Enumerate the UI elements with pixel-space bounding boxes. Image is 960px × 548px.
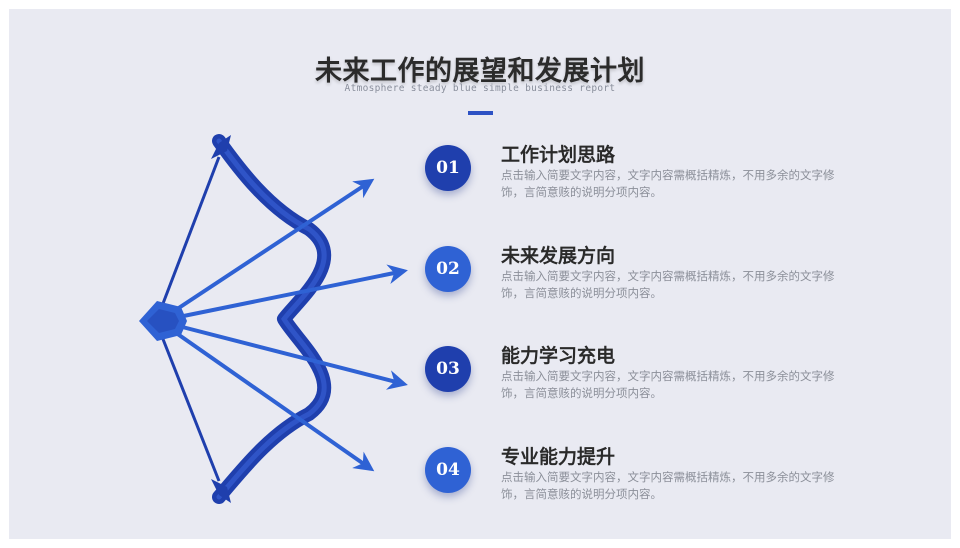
- list-item: 01 工作计划思路 点击输入简要文字内容，文字内容需概括精炼，不用多余的文字修饰…: [425, 144, 865, 225]
- arrow-1: [157, 178, 375, 323]
- bow-limb: [212, 134, 332, 504]
- list-item: 04 专业能力提升 点击输入简要文字内容，文字内容需概括精炼，不用多余的文字修饰…: [425, 446, 865, 527]
- bow-tip-top: [211, 135, 231, 159]
- item-title: 未来发展方向: [501, 245, 616, 267]
- number-badge: 02: [425, 246, 471, 292]
- number-badge: 01: [425, 145, 471, 191]
- item-description: 点击输入简要文字内容，文字内容需概括精炼，不用多余的文字修饰，言简意赅的说明分项…: [501, 269, 835, 300]
- item-description: 点击输入简要文字内容，文字内容需概括精炼，不用多余的文字修饰，言简意赅的说明分项…: [501, 369, 835, 400]
- bow-string-bottom: [157, 328, 221, 482]
- slide: 未来工作的展望和发展计划 Atmosphere steady blue simp…: [9, 9, 951, 539]
- bow-tip-bottom: [211, 479, 231, 503]
- number-badge: 03: [425, 346, 471, 392]
- arrow-3: [158, 319, 408, 390]
- arrow-4: [157, 319, 375, 472]
- item-title: 专业能力提升: [501, 446, 616, 468]
- arrow-2: [158, 264, 408, 323]
- number-badge: 04: [425, 447, 471, 493]
- bow-and-arrows-icon: [139, 134, 408, 504]
- list-item: 02 未来发展方向 点击输入简要文字内容，文字内容需概括精炼，不用多余的文字修饰…: [425, 245, 865, 326]
- title-underline: [468, 111, 493, 115]
- item-title: 能力学习充电: [501, 345, 616, 367]
- list-item: 03 能力学习充电 点击输入简要文字内容，文字内容需概括精炼，不用多余的文字修饰…: [425, 345, 865, 426]
- bow-string-top: [157, 156, 221, 315]
- page-subtitle: Atmosphere steady blue simple business r…: [344, 83, 616, 94]
- item-description: 点击输入简要文字内容，文字内容需概括精炼，不用多余的文字修饰，言简意赅的说明分项…: [501, 168, 835, 199]
- item-description: 点击输入简要文字内容，文字内容需概括精炼，不用多余的文字修饰，言简意赅的说明分项…: [501, 470, 835, 501]
- page-title: 未来工作的展望和发展计划: [315, 56, 645, 87]
- item-title: 工作计划思路: [501, 144, 616, 166]
